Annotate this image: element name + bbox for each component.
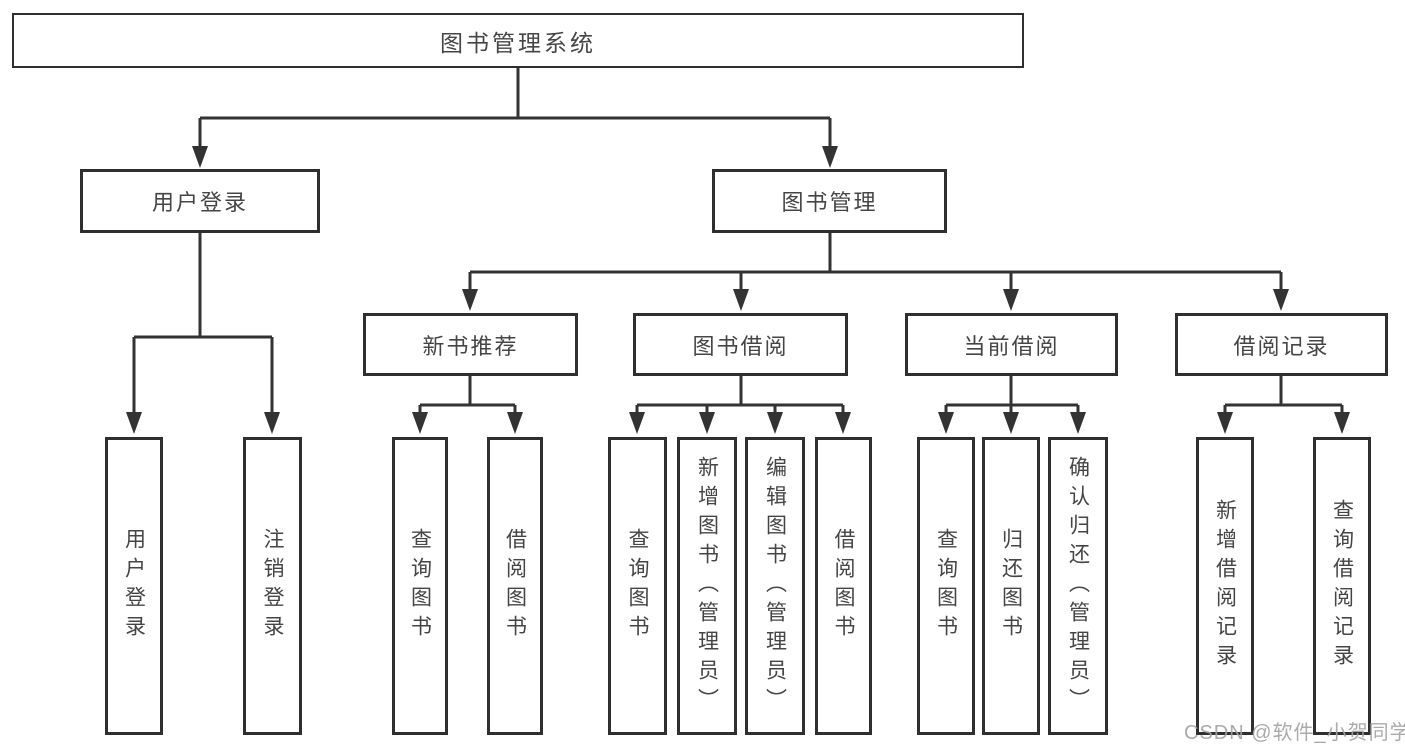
arrow-down-icon	[462, 289, 478, 311]
node-borrow-record-label: 借阅记录	[1233, 333, 1330, 359]
arrow-down-icon	[629, 412, 645, 434]
node-leaf-logout: 注销登录	[243, 437, 302, 735]
connector-bookborrow-split	[635, 376, 845, 414]
arrowheads	[126, 146, 1350, 434]
node-br-add-record-label: 新增借阅记录	[1213, 499, 1237, 673]
node-cb-query-book: 查询图书	[917, 437, 975, 735]
arrow-down-icon	[264, 412, 280, 434]
arrow-down-icon	[1003, 412, 1019, 434]
node-bb-borrow-book-label: 借阅图书	[832, 528, 855, 644]
arrow-down-icon	[938, 412, 954, 434]
node-cb-return-book: 归还图书	[982, 437, 1040, 735]
node-br-query-record-label: 查询借阅记录	[1330, 499, 1354, 673]
node-br-query-record: 查询借阅记录	[1313, 437, 1371, 735]
node-bb-edit-book: 编辑图书（管理员）	[745, 437, 805, 735]
arrow-down-icon	[192, 146, 208, 168]
node-leaf-user-login: 用户登录	[105, 437, 163, 735]
connector-paths	[132, 68, 1344, 414]
node-br-add-record: 新增借阅记录	[1196, 437, 1254, 735]
node-nbr-borrow-book-label: 借阅图书	[503, 528, 527, 644]
node-book-mgmt: 图书管理	[712, 169, 947, 233]
connector-borrowrecord-split	[1223, 376, 1344, 414]
arrow-down-icon	[1217, 412, 1233, 434]
node-nbr-query-book: 查询图书	[392, 437, 448, 735]
node-leaf-logout-label: 注销登录	[261, 528, 284, 644]
node-cb-return-book-label: 归还图书	[999, 528, 1023, 644]
arrow-down-icon	[1334, 412, 1350, 434]
node-bb-query-book-label: 查询图书	[626, 528, 649, 644]
node-cb-confirm-return: 确认归还（管理员）	[1048, 437, 1108, 735]
arrow-down-icon	[412, 412, 428, 434]
node-book-borrow-label: 图书借阅	[692, 333, 789, 359]
arrow-down-icon	[733, 289, 749, 311]
node-bb-borrow-book: 借阅图书	[815, 437, 872, 735]
connector-userlogin-split	[132, 233, 274, 414]
node-cb-confirm-return-label: 确认归还（管理员）	[1066, 455, 1090, 717]
node-current-borrow-label: 当前借阅	[963, 333, 1060, 359]
node-current-borrow: 当前借阅	[905, 313, 1118, 376]
arrow-down-icon	[1003, 289, 1019, 311]
node-nbr-query-book-label: 查询图书	[408, 528, 432, 644]
node-bb-edit-book-label: 编辑图书（管理员）	[763, 455, 787, 717]
arrow-down-icon	[1070, 412, 1086, 434]
node-book-mgmt-label: 图书管理	[781, 190, 878, 215]
connector-currentborrow-split	[944, 376, 1080, 414]
connector-newbook-split	[418, 376, 517, 414]
node-user-login-label: 用户登录	[151, 190, 248, 215]
node-user-login: 用户登录	[80, 169, 320, 233]
node-bb-query-book: 查询图书	[608, 437, 667, 735]
node-new-book-rec-label: 新书推荐	[422, 333, 519, 359]
arrow-down-icon	[507, 412, 523, 434]
node-root-label: 图书管理系统	[440, 29, 596, 56]
arrow-down-icon	[767, 412, 783, 434]
arrow-down-icon	[835, 412, 851, 434]
connector-root-split	[198, 68, 832, 148]
node-cb-query-book-label: 查询图书	[934, 528, 958, 644]
node-root: 图书管理系统	[12, 13, 1024, 68]
csdn-watermark: CSDN @软件_小贺同学	[1184, 722, 1405, 744]
node-borrow-record: 借阅记录	[1175, 313, 1388, 376]
arrow-down-icon	[1273, 289, 1289, 311]
node-new-book-rec: 新书推荐	[363, 313, 578, 376]
node-book-borrow: 图书借阅	[633, 313, 848, 376]
connector-bookmgmt-split	[468, 233, 1283, 291]
arrow-down-icon	[699, 412, 715, 434]
arrow-down-icon	[126, 412, 142, 434]
arrow-down-icon	[822, 146, 838, 168]
node-bb-add-book: 新增图书（管理员）	[677, 437, 737, 735]
node-nbr-borrow-book: 借阅图书	[487, 437, 543, 735]
node-bb-add-book-label: 新增图书（管理员）	[695, 455, 719, 717]
node-leaf-user-login-label: 用户登录	[122, 528, 146, 644]
